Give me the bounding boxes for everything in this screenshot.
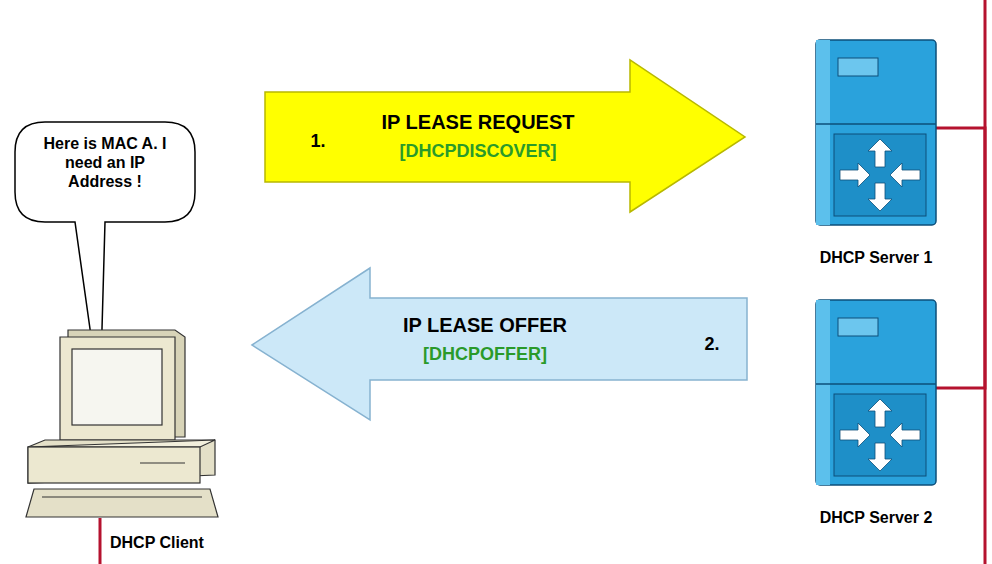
arrow-shape (252, 268, 747, 420)
block-arrow (250, 266, 750, 422)
speech-text: Here is MAC A. I need an IP Address ! (35, 134, 175, 192)
message-title: IP LEASE OFFER (403, 313, 567, 337)
message-title: IP LEASE REQUEST (381, 110, 574, 134)
server-label: DHCP Server 2 (820, 508, 933, 527)
server-node: DHCP Server 1 (808, 40, 944, 271)
network-link (944, 128, 985, 388)
callout-number: 2. (704, 334, 719, 356)
server-label: DHCP Server 1 (820, 248, 933, 267)
network-stub (936, 387, 944, 390)
server-node: DHCP Server 2 (808, 300, 944, 531)
client-node: DHCP Client (20, 325, 260, 555)
message-type: [DHCPOFFER] (423, 344, 547, 366)
message-type: [DHCPDISCOVER] (399, 141, 556, 163)
message-arrow: 1. IP LEASE REQUEST [DHCPDISCOVER] (262, 58, 748, 214)
server-icon (808, 300, 944, 490)
computer-icon (20, 325, 230, 525)
network-stub (936, 127, 944, 130)
block-arrow (262, 58, 748, 214)
arrow-shape (265, 60, 745, 212)
speech-bubble: Here is MAC A. I need an IP Address ! (15, 122, 195, 222)
client-cable (99, 518, 102, 564)
callout-number: 1. (310, 131, 325, 153)
server-icon (808, 40, 944, 230)
client-label: DHCP Client (110, 533, 204, 552)
message-arrow: IP LEASE OFFER [DHCPOFFER] 2. (250, 266, 750, 422)
